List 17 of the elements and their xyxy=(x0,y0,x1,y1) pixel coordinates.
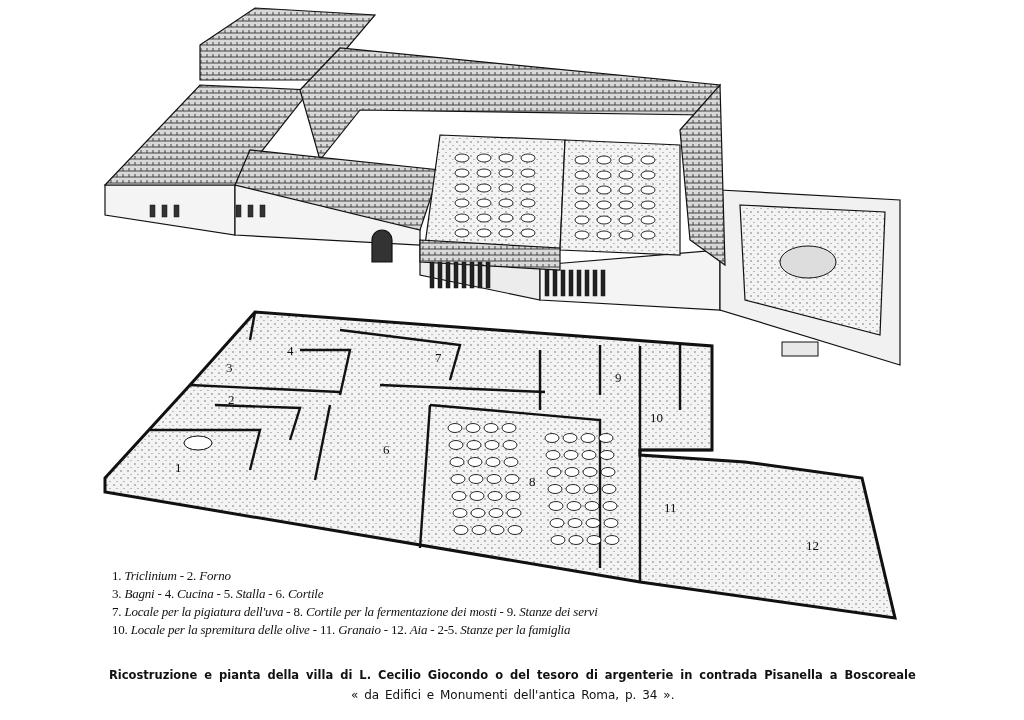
room-number: 2 xyxy=(228,392,235,408)
key-text: 1. Triclinium - 2. Forno xyxy=(112,568,231,584)
room-number: 4 xyxy=(287,343,294,359)
room-number: 6 xyxy=(383,442,390,458)
caption: Ricostruzione e pianta della villa di L. Cecilio Giocondo o del tesoro di argenterie in contrada Pisanella a Boscoreale xyxy=(109,668,916,682)
room-number: 8 xyxy=(529,474,536,490)
key-text: 3. Bagni - 4. Cucina - 5. Stalla - 6. Cortile xyxy=(112,586,324,602)
room-number: 11 xyxy=(664,500,677,516)
key-text: 7. Locale per la pigiatura dell'uva - 8. Cortile per la fermentazione dei mosti - 9. Stanze dei servi xyxy=(112,604,598,620)
key-text: 10. Locale per la spremitura delle olive - 11. Granaio - 12. Aia - 2-5. Stanze per la famiglia xyxy=(112,622,571,638)
room-number: 10 xyxy=(650,410,663,426)
room-number: 9 xyxy=(615,370,622,386)
room-number: 1 xyxy=(175,460,182,476)
room-number: 3 xyxy=(226,360,233,376)
room-number: 7 xyxy=(435,350,442,366)
source-note: « da Edifici e Monumenti dell'antica Roma, p. 34 ». xyxy=(351,688,675,702)
room-number: 12 xyxy=(806,538,819,554)
